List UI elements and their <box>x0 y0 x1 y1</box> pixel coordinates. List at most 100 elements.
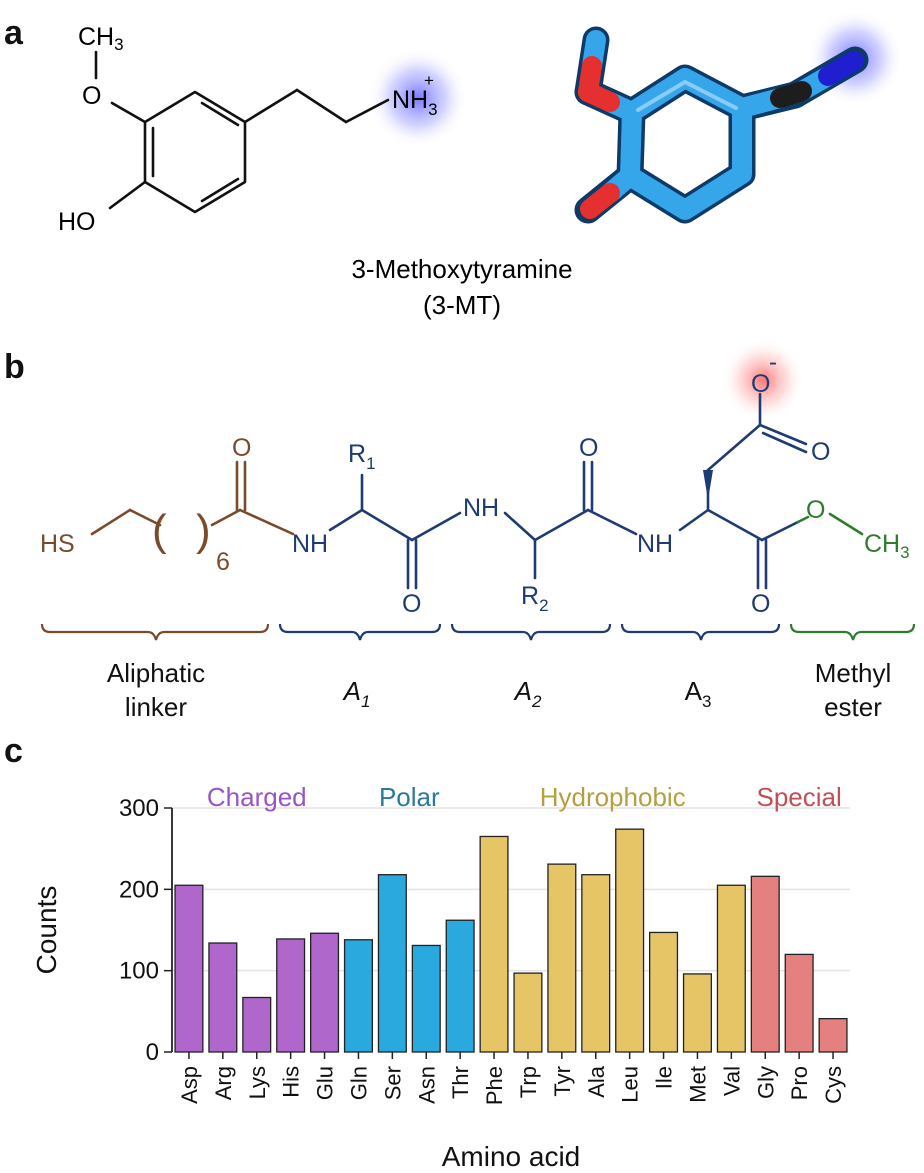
bar-met <box>682 973 712 1053</box>
atom-r2: R2 <box>521 582 549 615</box>
structure-2d-3mt: CH3 O HO NH3 + <box>58 23 468 236</box>
x-tick-label-lys: Lys <box>245 1066 270 1099</box>
x-tick-label-gln: Gln <box>346 1066 371 1100</box>
bar-trp <box>513 972 543 1053</box>
x-tick-label-glu: Glu <box>313 1066 338 1100</box>
x-tick-label-his: His <box>279 1066 304 1098</box>
peptide-bonds <box>328 392 808 590</box>
molecule-name: 3-Methoxytyramine <box>351 254 572 284</box>
bar-ala <box>581 874 611 1053</box>
bond-lines-3mt <box>94 50 390 214</box>
structure-3d-3mt <box>574 10 903 224</box>
x-tick-label-val: Val <box>719 1066 744 1096</box>
ester-bonds <box>796 512 864 536</box>
bracket-ester <box>789 623 916 641</box>
x-tick-label-trp: Trp <box>516 1066 541 1098</box>
y-tick-label-100: 100 <box>119 958 159 985</box>
segment-brackets <box>40 623 916 641</box>
stereo-wedge <box>703 470 713 500</box>
paren-left: ( <box>152 506 167 555</box>
carboxylate-charge: - <box>769 349 777 376</box>
bar-ile <box>649 931 679 1053</box>
bar-lys <box>242 996 272 1053</box>
panel-a: a CH3 O HO NH3 + <box>4 10 903 320</box>
bar-asp <box>174 884 204 1053</box>
x-tick-label-tyr: Tyr <box>550 1066 575 1097</box>
label-a1: A1 <box>342 676 371 711</box>
bar-pro <box>784 953 814 1053</box>
x-tick-label-gly: Gly <box>753 1066 778 1099</box>
atom-o-a2: O <box>579 434 598 462</box>
x-tick-label-met: Met <box>685 1066 710 1103</box>
bar-phe <box>479 835 509 1053</box>
peptide-text: NH R1 O NH R2 O NH O - O O <box>292 349 830 618</box>
atom-o-carboxylate: O <box>751 370 770 398</box>
bar-tyr <box>547 863 577 1053</box>
x-tick-label-ser: Ser <box>380 1066 405 1100</box>
atom-nh-1: NH <box>292 530 328 558</box>
y-tick-label-200: 200 <box>119 876 159 903</box>
bar-gly <box>750 875 780 1053</box>
molecule-abbrev: (3-MT) <box>423 290 501 320</box>
panel-b: b HS ( ) 6 O <box>4 338 916 722</box>
bracket-a3 <box>620 623 781 641</box>
bar-his <box>276 938 306 1053</box>
bracket-a1 <box>278 623 442 641</box>
atom-o-a3: O <box>751 590 770 618</box>
group-label-special: Special <box>757 782 842 812</box>
atom-r1: R1 <box>348 440 376 473</box>
x-tick-label-pro: Pro <box>787 1066 812 1100</box>
atom-o-carboxyl-2: O <box>811 438 830 466</box>
y-axis-title: Counts <box>31 886 62 975</box>
bar-thr <box>445 919 475 1053</box>
x-tick-label-leu: Leu <box>618 1066 643 1103</box>
benzene-ring <box>143 90 247 214</box>
group-label-polar: Polar <box>379 782 440 812</box>
x-tick-label-cys: Cys <box>821 1066 846 1104</box>
y-tick-label-0: 0 <box>146 1039 159 1066</box>
atom-o-a1: O <box>402 590 421 618</box>
panel-letter-c: c <box>4 732 23 770</box>
atom-o-ester: O <box>806 496 825 524</box>
label-ester-line2: ester <box>824 692 882 722</box>
label-a3: A3 <box>685 676 712 711</box>
bar-cys <box>818 1018 848 1053</box>
x-tick-label-ala: Ala <box>584 1065 609 1098</box>
carboxylate-charge-glow <box>721 338 805 422</box>
atom-hs: HS <box>40 530 75 558</box>
atom-methoxy-o: O <box>82 82 101 110</box>
bracket-linker <box>40 623 270 641</box>
ester-text: O CH3 <box>806 496 910 562</box>
linker-bonds <box>90 460 295 536</box>
bar-glu <box>310 932 340 1053</box>
atom-ch3-ester: CH3 <box>864 530 910 562</box>
atom-o-linker: O <box>232 434 251 462</box>
label-a2: A2 <box>513 676 542 711</box>
linker-text: HS ( ) 6 O <box>40 434 251 576</box>
group-label-charged: Charged <box>207 782 307 812</box>
bar-asn <box>411 944 441 1053</box>
segment-labels: Aliphatic linker A1 A2 A3 Methyl ester <box>107 658 891 722</box>
label-ester-line1: Methyl <box>815 658 892 688</box>
x-tick-label-thr: Thr <box>448 1066 473 1099</box>
atom-nh-2: NH <box>463 494 499 522</box>
bar-ser <box>377 874 407 1053</box>
atom-nh-3: NH <box>637 530 673 558</box>
x-tick-label-asp: Asp <box>177 1066 202 1104</box>
repeat-count: 6 <box>216 548 230 576</box>
atom-amine-charge: + <box>424 71 434 90</box>
atom-amine-nh3: NH3 <box>392 86 438 119</box>
bar-val <box>716 884 746 1053</box>
bar-gln <box>343 939 373 1053</box>
x-tick-label-phe: Phe <box>482 1066 507 1105</box>
panel-letter-a: a <box>4 14 24 52</box>
y-tick-label-300: 300 <box>119 795 159 822</box>
bracket-a2 <box>450 623 612 641</box>
group-label-hydrophobic: Hydrophobic <box>540 782 686 812</box>
bar-arg <box>208 942 238 1053</box>
panel-letter-b: b <box>4 348 25 386</box>
x-axis-title: Amino acid <box>442 1141 581 1172</box>
